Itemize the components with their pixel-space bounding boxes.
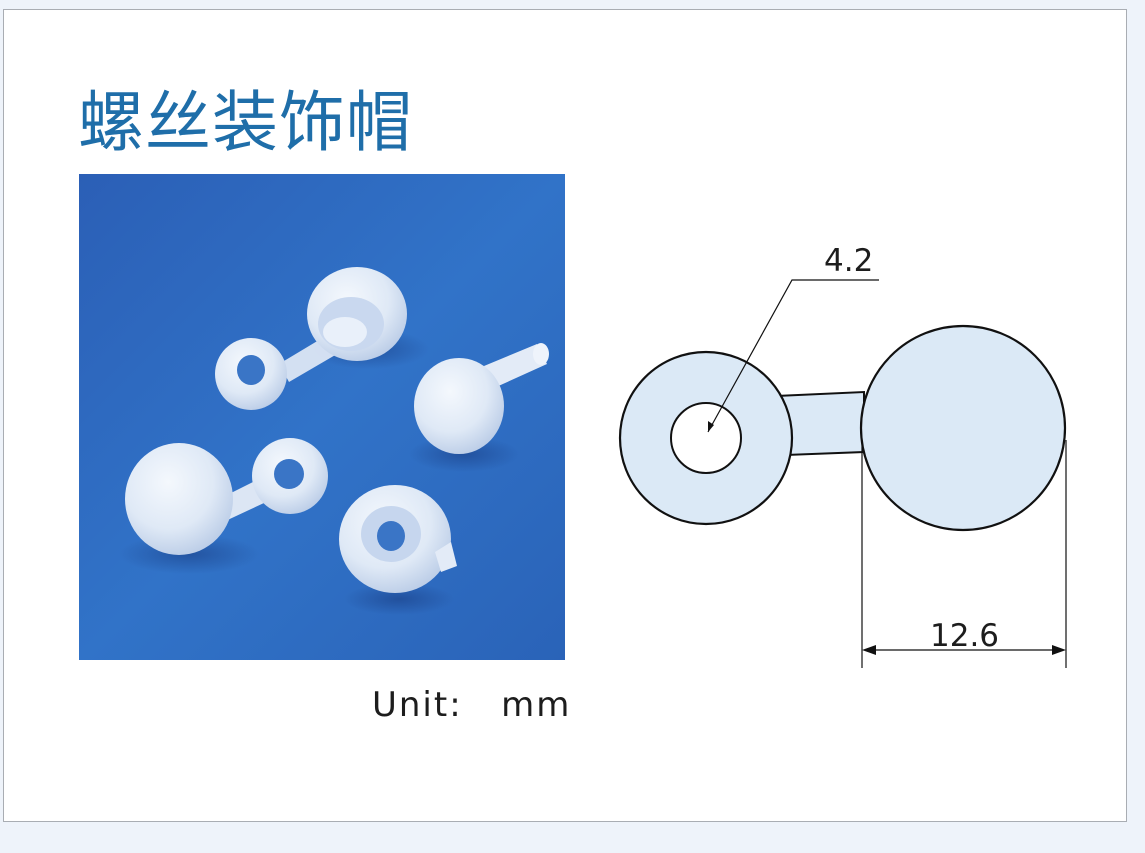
cap-part-open-1 — [215, 267, 429, 410]
cap-diameter-label: 12.6 — [930, 618, 999, 654]
cap-circle — [859, 324, 1067, 532]
slide-card: 螺丝装饰帽 — [3, 9, 1127, 822]
cap-part-open-2 — [339, 485, 457, 615]
unit-label: Unit: mm — [372, 685, 572, 725]
dimension-drawing: 4.2 12.6 — [618, 243, 1067, 668]
inner-hole — [670, 402, 742, 474]
inner-diameter-label: 4.2 — [824, 243, 873, 279]
inner-diameter-dimension: 4.2 — [707, 243, 879, 433]
cap-part-closed-washer — [119, 438, 328, 574]
product-photo — [79, 174, 565, 660]
page-title: 螺丝装饰帽 — [78, 84, 413, 161]
cap-part-closed-stud — [409, 343, 549, 472]
cap-diameter-dimension: 12.6 — [861, 440, 1067, 668]
